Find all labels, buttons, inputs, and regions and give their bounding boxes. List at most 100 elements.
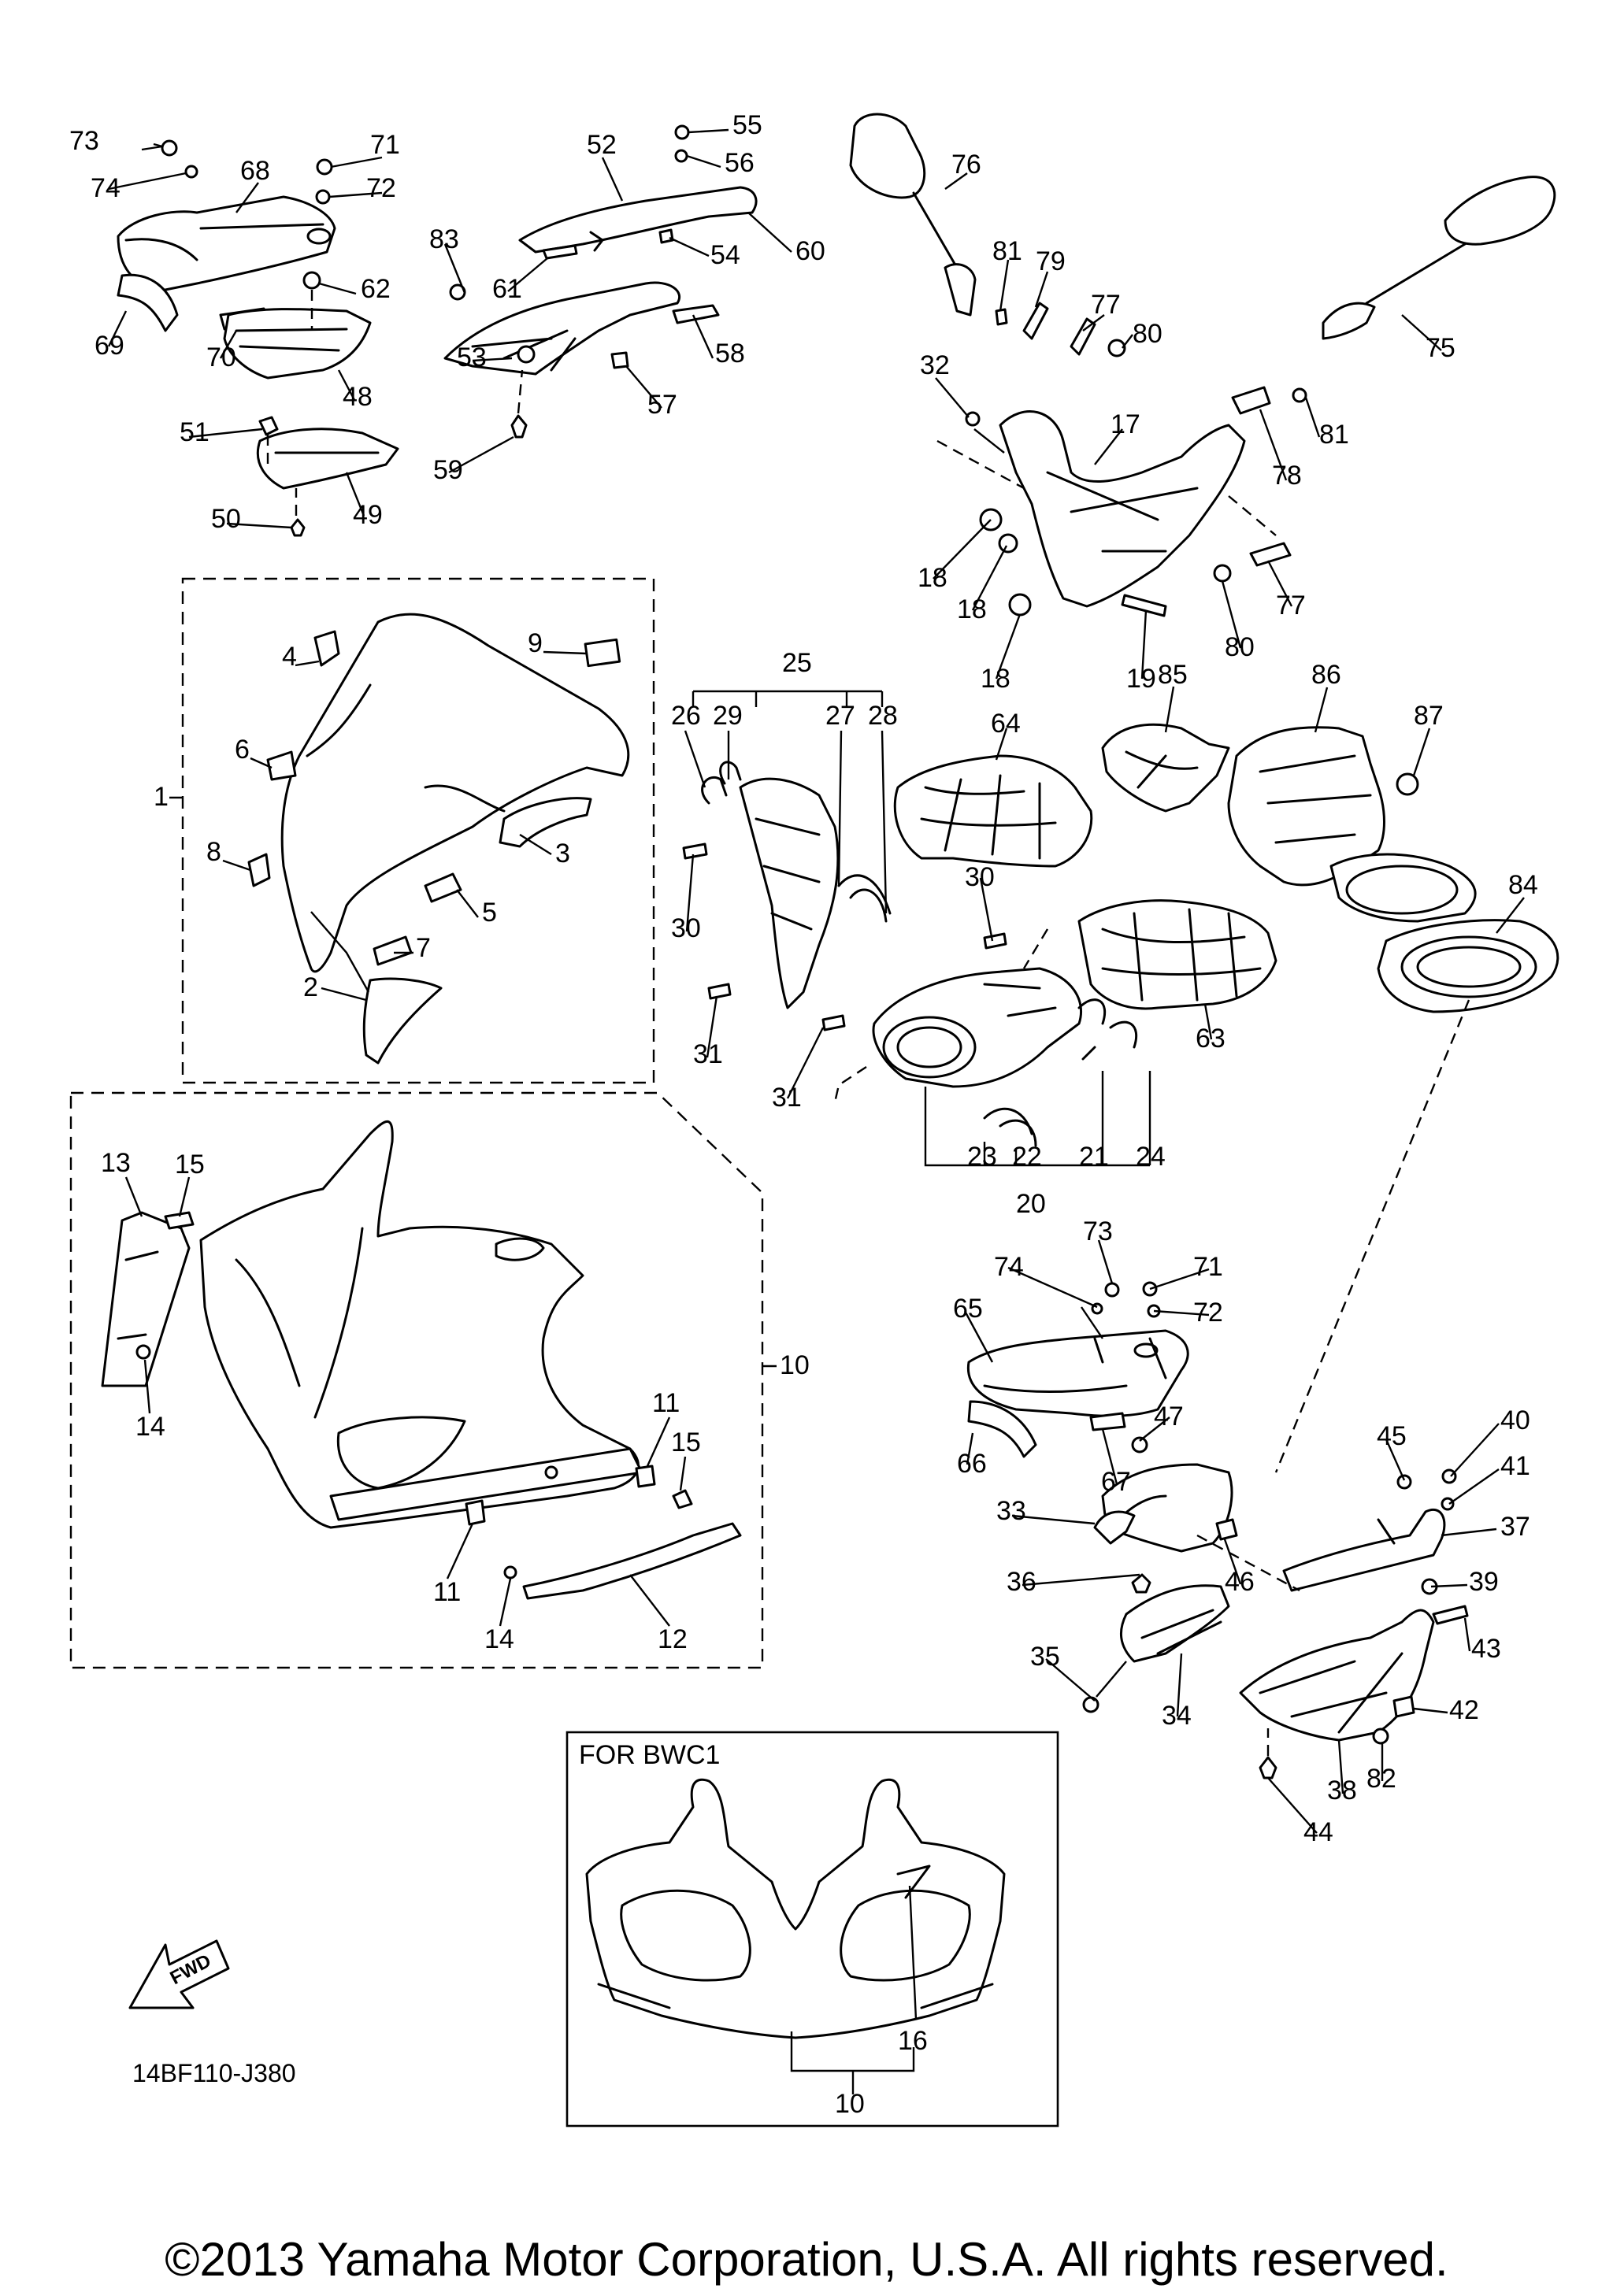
callout-86: 86 [1311, 660, 1341, 690]
callout-10: 10 [780, 1350, 810, 1380]
diagram-code: 14BF110-J380 [132, 2059, 296, 2087]
callout-39: 39 [1469, 1567, 1499, 1597]
callout-42: 42 [1449, 1695, 1479, 1725]
callout-24: 24 [1136, 1142, 1166, 1172]
callout-18-b: 18 [957, 594, 987, 624]
callout-4: 4 [282, 642, 297, 672]
callout-87: 87 [1414, 701, 1444, 731]
callout-81-b: 81 [1319, 420, 1349, 450]
callout-85: 85 [1158, 660, 1188, 690]
callout-7: 7 [416, 933, 431, 963]
callout-13: 13 [101, 1148, 131, 1178]
callout-37: 37 [1500, 1512, 1530, 1542]
copyright-notice: ©2013 Yamaha Motor Corporation, U.S.A. A… [165, 2233, 1448, 2286]
callout-14-b: 14 [484, 1624, 514, 1654]
callout-51: 51 [180, 417, 210, 447]
callout-56: 56 [725, 148, 755, 178]
callout-59: 59 [433, 455, 463, 485]
lower-cowl-assembly [966, 1281, 1469, 1779]
callout-32: 32 [920, 350, 950, 380]
callout-53: 53 [457, 343, 487, 372]
callout-84: 84 [1508, 870, 1538, 900]
callout-64: 64 [991, 709, 1021, 739]
callout-26: 26 [671, 701, 701, 731]
callout-18-a: 18 [918, 563, 947, 593]
callout-11-a: 11 [652, 1388, 680, 1418]
callout-27: 27 [825, 701, 855, 731]
callout-17: 17 [1111, 409, 1140, 439]
variant-bwc1-box [565, 1731, 1059, 2128]
callout-58: 58 [715, 339, 745, 368]
callout-40: 40 [1500, 1405, 1530, 1435]
callout-1: 1 [154, 782, 169, 812]
callout-29: 29 [713, 701, 743, 731]
callout-66: 66 [957, 1449, 987, 1479]
callout-76: 76 [951, 150, 981, 180]
callout-18-c: 18 [981, 664, 1010, 694]
callout-65: 65 [953, 1294, 983, 1324]
callout-21: 21 [1079, 1142, 1109, 1172]
callout-43: 43 [1471, 1634, 1501, 1664]
side-cover-assembly-left [117, 139, 399, 537]
callout-25: 25 [782, 648, 812, 678]
headlight-assembly [682, 690, 1151, 1167]
callout-77-a: 77 [1091, 290, 1121, 320]
callout-16: 16 [898, 2026, 928, 2056]
callout-73-b: 73 [1083, 1217, 1113, 1246]
variant-box-label: FOR BWC1 [579, 1740, 720, 1770]
callout-31-b: 31 [772, 1083, 802, 1113]
callout-23: 23 [967, 1142, 997, 1172]
callout-10-bwc1: 10 [835, 2089, 865, 2119]
callout-72-a: 72 [366, 173, 396, 203]
callout-11-b: 11 [433, 1577, 461, 1607]
callout-2: 2 [303, 972, 318, 1002]
fwd-arrow-icon: FWD [128, 1939, 230, 2009]
air-duct-assembly [893, 723, 1559, 1473]
callout-30-b: 30 [965, 862, 995, 892]
callout-14-a: 14 [135, 1412, 165, 1442]
callout-41: 41 [1500, 1451, 1530, 1481]
callout-61: 61 [492, 274, 522, 304]
callout-52: 52 [587, 130, 617, 160]
leader-lines [107, 128, 1525, 1834]
callout-5: 5 [482, 898, 497, 928]
callout-30-a: 30 [671, 913, 701, 943]
windscreen-group [181, 577, 655, 1084]
callout-9: 9 [528, 628, 543, 658]
callout-12: 12 [658, 1624, 688, 1654]
upper-cowl-group [69, 1091, 764, 1669]
callout-71-b: 71 [1193, 1252, 1223, 1282]
callout-75: 75 [1426, 333, 1455, 363]
callout-57: 57 [647, 390, 677, 420]
callout-28: 28 [868, 701, 898, 731]
callout-80-a: 80 [1133, 319, 1162, 349]
callout-54: 54 [710, 240, 740, 270]
callout-15-a: 15 [175, 1150, 205, 1179]
callout-33: 33 [996, 1496, 1026, 1526]
callout-36: 36 [1007, 1567, 1036, 1597]
callout-50: 50 [211, 504, 241, 534]
callout-55: 55 [732, 110, 762, 140]
callout-45: 45 [1377, 1421, 1407, 1451]
callout-83: 83 [429, 224, 459, 254]
mirror-stay-assembly [849, 113, 1556, 617]
callout-8: 8 [206, 837, 221, 867]
callout-22: 22 [1012, 1142, 1042, 1172]
callout-labels: 1 2 3 4 5 6 7 8 9 10 10 11 11 12 13 14 1… [69, 110, 1538, 2119]
callout-71-a: 71 [370, 130, 400, 160]
callout-78: 78 [1272, 461, 1302, 491]
callout-15-b: 15 [671, 1428, 701, 1457]
callout-79: 79 [1036, 246, 1066, 276]
callout-73-a: 73 [69, 126, 99, 156]
callout-3: 3 [555, 839, 570, 868]
callout-49: 49 [353, 500, 383, 530]
callout-68: 68 [240, 156, 270, 186]
callout-62: 62 [361, 274, 391, 304]
callout-60: 60 [795, 236, 825, 266]
inner-panel-assembly [443, 124, 758, 439]
callout-72-b: 72 [1193, 1298, 1223, 1328]
callout-19: 19 [1126, 664, 1156, 694]
callout-20: 20 [1016, 1189, 1046, 1219]
callout-6: 6 [235, 735, 250, 765]
